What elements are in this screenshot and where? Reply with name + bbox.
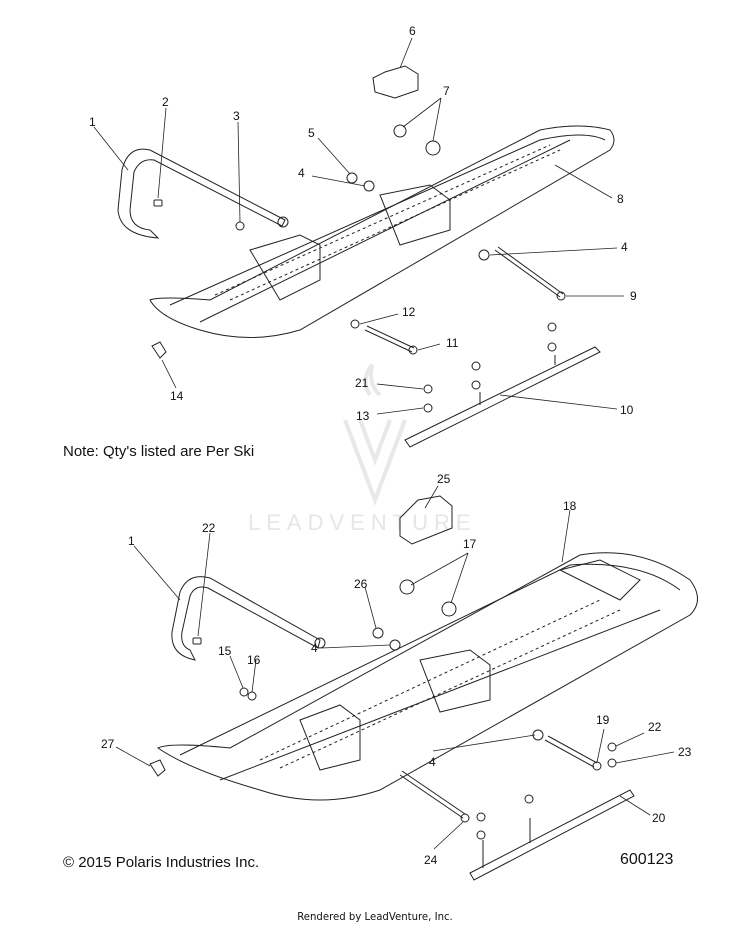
callout-4a: 4 <box>298 166 305 180</box>
bolt-24 <box>399 774 464 819</box>
part-7a <box>393 124 407 138</box>
quantity-note: Note: Qty's listed are Per Ski <box>63 443 255 460</box>
ski-body-lower <box>157 552 698 801</box>
part-17b <box>441 601 457 617</box>
callout-2: 2 <box>162 95 169 109</box>
callout-4d: 4 <box>429 755 436 769</box>
part-25 <box>399 495 453 545</box>
callout-10: 10 <box>620 403 634 417</box>
callout-25: 25 <box>437 472 451 486</box>
bottom-callouts: 25 18 1 22 17 26 4 15 16 27 19 22 23 4 2… <box>101 472 692 867</box>
part-2 <box>153 199 163 207</box>
runner-10 <box>404 346 601 448</box>
callout-18: 18 <box>563 499 577 513</box>
callout-16: 16 <box>247 653 261 667</box>
drawing-id: 600123 <box>620 851 674 868</box>
watermark-logo <box>343 363 407 506</box>
callout-7: 7 <box>443 84 450 98</box>
part-12 <box>350 319 360 329</box>
part-4b <box>478 249 490 261</box>
callout-1b: 1 <box>128 534 135 548</box>
callout-13: 13 <box>356 409 370 423</box>
bolt-11 <box>364 329 413 353</box>
ski-handle-lower <box>171 576 321 661</box>
part-22a <box>192 637 202 645</box>
part-22b <box>607 742 617 752</box>
callout-24: 24 <box>424 853 438 867</box>
part-15 <box>239 687 249 697</box>
top-callouts: 1 2 3 6 7 5 4 8 4 9 12 11 14 21 13 10 <box>89 24 637 423</box>
part-21 <box>423 384 433 394</box>
bottom-ski-assembly <box>149 495 698 881</box>
part-3 <box>235 221 245 231</box>
rendered-by-footer: Rendered by LeadVenture, Inc. <box>297 910 453 923</box>
part-26 <box>372 627 384 639</box>
callout-23: 23 <box>678 745 692 759</box>
callout-17: 17 <box>463 537 477 551</box>
bottom-leader-lines <box>115 485 675 850</box>
callout-1: 1 <box>89 115 96 129</box>
watermark-text: LEADVENTURE <box>248 510 477 535</box>
callout-8: 8 <box>617 192 624 206</box>
callout-19: 19 <box>596 713 610 727</box>
bolt-14 <box>151 341 167 359</box>
part-17a <box>399 579 415 595</box>
copyright-text: © 2015 Polaris Industries Inc. <box>63 854 260 871</box>
part-7b <box>425 140 441 156</box>
callout-9: 9 <box>630 289 637 303</box>
callout-26: 26 <box>354 577 368 591</box>
callout-12: 12 <box>402 305 416 319</box>
ski-handle <box>117 148 286 239</box>
part-13 <box>423 403 433 413</box>
handle-end <box>277 216 289 228</box>
callout-4c: 4 <box>311 641 318 655</box>
callout-11: 11 <box>446 336 459 350</box>
part-6 <box>372 65 419 99</box>
callout-3: 3 <box>233 109 240 123</box>
top-leader-lines <box>93 37 624 415</box>
callout-15: 15 <box>218 644 232 658</box>
part-4a <box>363 180 375 192</box>
callout-14: 14 <box>170 389 184 403</box>
callout-27: 27 <box>101 737 115 751</box>
bolt-27 <box>149 759 166 777</box>
bolt-19 <box>544 739 595 768</box>
callout-22b: 22 <box>648 720 662 734</box>
callout-21: 21 <box>355 376 369 390</box>
callout-5: 5 <box>308 126 315 140</box>
ski-body <box>149 125 615 338</box>
callout-20: 20 <box>652 811 666 825</box>
callout-6: 6 <box>409 24 416 38</box>
part-16 <box>247 691 257 701</box>
callout-22a: 22 <box>202 521 216 535</box>
part-23 <box>607 758 617 768</box>
bolt-9 <box>494 249 561 298</box>
callout-4b: 4 <box>621 240 628 254</box>
part-5 <box>346 172 358 184</box>
runner-20 <box>469 789 635 881</box>
top-ski-assembly <box>117 65 615 448</box>
